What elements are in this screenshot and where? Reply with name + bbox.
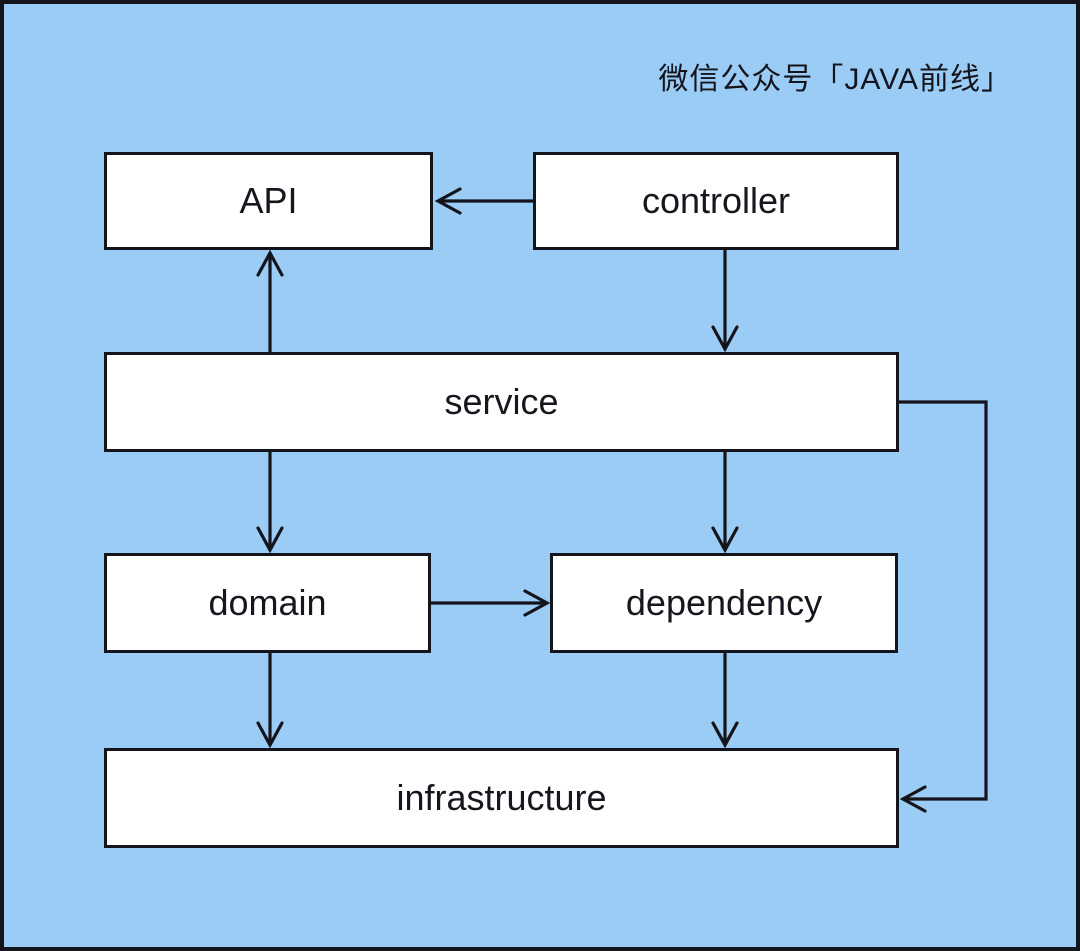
- node-dependency-label: dependency: [625, 582, 823, 623]
- node-api-label: API: [239, 180, 298, 221]
- node-api: API: [104, 152, 433, 250]
- node-controller: controller: [533, 152, 899, 250]
- node-infrastructure: infrastructure: [104, 748, 899, 848]
- node-controller-label: controller: [641, 180, 791, 221]
- node-domain: domain: [104, 553, 431, 653]
- watermark-text: 微信公众号「JAVA前线」: [658, 63, 1012, 96]
- edge-service-infrastructure: [899, 400, 988, 813]
- node-service-label: service: [444, 381, 559, 422]
- node-domain-label: domain: [208, 582, 327, 623]
- node-infrastructure-label: infrastructure: [396, 777, 607, 818]
- node-dependency: dependency: [550, 553, 898, 653]
- node-service: service: [104, 352, 899, 452]
